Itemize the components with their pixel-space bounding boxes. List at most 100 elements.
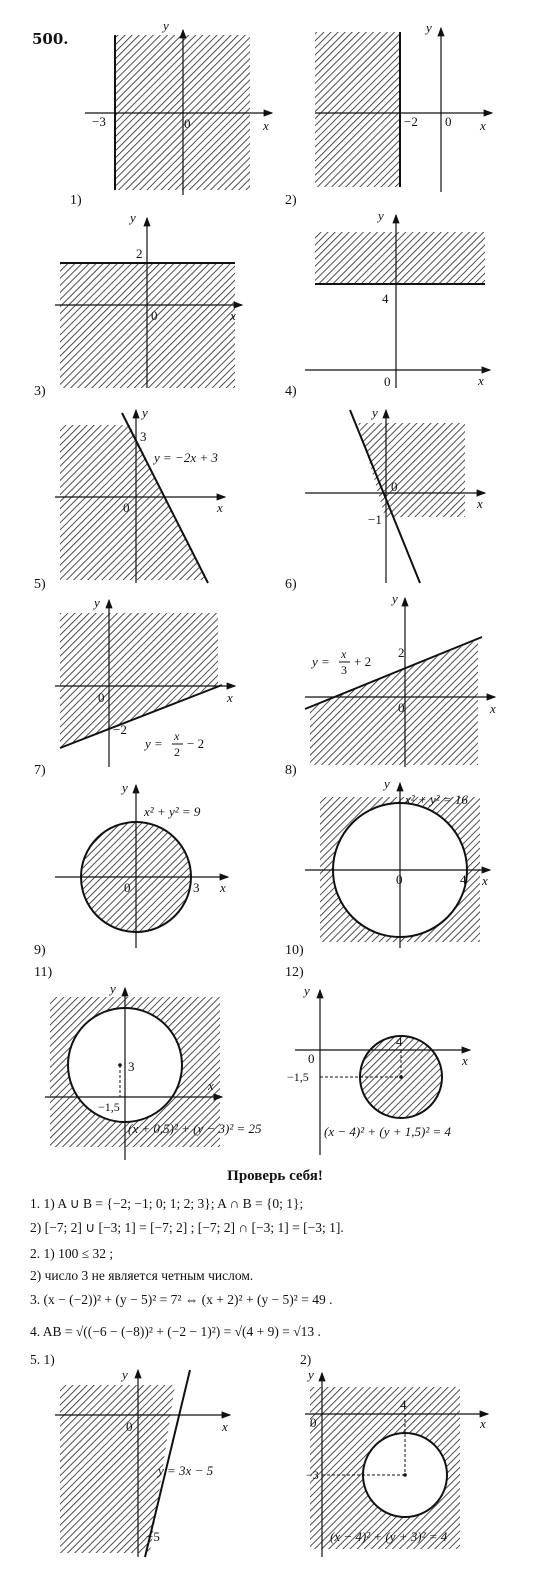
- tick-label: 3: [140, 429, 147, 444]
- origin-label: 0: [184, 116, 191, 131]
- y-axis-label: y: [390, 591, 398, 606]
- equation-5: y = −2x + 3: [152, 450, 218, 465]
- equation-8-den: 3: [341, 663, 347, 677]
- tick-label: −1,5: [98, 1100, 120, 1114]
- figure-9: x y 0 3 x² + y² = 9: [55, 780, 230, 948]
- answer-line: 4. AB = √((−6 − (−8))² + (−2 − 1)²) = √(…: [30, 1324, 321, 1339]
- section-title: Проверь себя!: [227, 1168, 323, 1184]
- figure-4: x y 4 0: [305, 208, 492, 389]
- y-axis-label: y: [128, 210, 136, 225]
- equation-9: x² + y² = 9: [143, 804, 201, 819]
- figure-label-9: 9): [34, 943, 46, 958]
- problem-number: 500.: [32, 30, 69, 48]
- answer-line: 3. (x − (−2))² + (y − 5)² = 7² ⇔ (x + 2)…: [30, 1292, 333, 1307]
- x-axis-label: x: [489, 701, 496, 716]
- y-axis-label: y: [108, 981, 116, 996]
- equation-10: x² + y² = 16: [404, 792, 468, 807]
- x-axis-label: x: [226, 690, 233, 705]
- tick-label: −2: [404, 114, 418, 129]
- equation-8-lhs: y =: [310, 654, 330, 669]
- y-axis-label: y: [302, 983, 310, 998]
- figure-1: x y −3 0: [85, 18, 274, 195]
- answer-line: 5. 1): [30, 1352, 55, 1367]
- tick-label: 4: [460, 872, 467, 887]
- tick-label: 4: [400, 1397, 407, 1412]
- origin-label: 0: [151, 308, 158, 323]
- equation-7-num: x: [173, 729, 180, 743]
- x-axis-label: x: [477, 373, 484, 388]
- y-axis-label: y: [382, 776, 390, 791]
- equation-7-lhs: y =: [143, 736, 163, 751]
- origin-label: 0: [126, 1419, 133, 1434]
- equation-7-rhs: − 2: [187, 736, 204, 751]
- figure-8: x y 2 0 y = x 3 + 2: [304, 591, 497, 767]
- tick-label: −2: [113, 722, 127, 737]
- tick-label: −3: [306, 1468, 319, 1482]
- x-axis-label: x: [461, 1053, 468, 1068]
- tick-label: 3: [128, 1059, 135, 1074]
- x-axis-label: x: [481, 873, 488, 888]
- tick-label: 4: [382, 291, 389, 306]
- figure-6: x y 0 −1: [305, 405, 487, 584]
- answer-line: 2) число 3 не является четным числом.: [30, 1268, 254, 1283]
- origin-label: 0: [124, 880, 131, 895]
- tick-label: −1,5: [287, 1070, 309, 1084]
- figure-label-6: 6): [285, 577, 297, 592]
- figure-label-10: 10): [285, 943, 304, 958]
- figure-label-1: 1): [70, 193, 82, 208]
- x-axis-label: x: [479, 118, 486, 133]
- origin-label: 0: [396, 872, 403, 887]
- figure-label-12: 12): [285, 965, 304, 980]
- y-axis-label: y: [306, 1367, 314, 1382]
- equation-c1: y = 3x − 5: [156, 1463, 214, 1478]
- x-axis-label: x: [221, 1419, 228, 1434]
- x-axis-label: x: [476, 496, 483, 511]
- equation-8-rhs: + 2: [354, 654, 371, 669]
- equation-7-den: 2: [174, 745, 180, 759]
- x-axis-label: x: [262, 118, 269, 133]
- tick-label: −3: [92, 114, 106, 129]
- y-axis-label: y: [92, 595, 100, 610]
- y-axis-label: y: [140, 405, 148, 420]
- figure-12: x y 0 4 −1,5 (x − 4)² + (y + 1,5)² = 4: [287, 983, 472, 1155]
- answer-line: 2. 1) 100 ≤ 32 ;: [30, 1246, 114, 1261]
- equation-11: (x + 0,5)² + (y − 3)² = 25: [128, 1121, 262, 1136]
- x-axis-label: x: [479, 1416, 486, 1431]
- figure-label-11: 11): [34, 965, 53, 980]
- y-axis-label: y: [424, 20, 432, 35]
- y-axis-label: y: [161, 18, 169, 33]
- x-axis-label: x: [229, 308, 236, 323]
- figure-label-3: 3): [34, 384, 46, 399]
- origin-label: 0: [308, 1051, 315, 1066]
- check-figure-1: x y 0 −5 y = 3x − 5: [55, 1367, 232, 1558]
- figure-label-8: 8): [285, 763, 297, 778]
- answer-line: 2): [300, 1352, 312, 1367]
- figure-2: x y −2 0: [315, 20, 494, 192]
- answer-line: 1. 1) A ∪ B = {−2; −1; 0; 1; 2; 3}; A ∩ …: [30, 1196, 304, 1211]
- x-axis-label: x: [207, 1078, 214, 1093]
- figure-label-4: 4): [285, 384, 297, 399]
- figure-11: x y 3 −1,5 (x + 0,5)² + (y − 3)² = 25: [45, 981, 262, 1160]
- figure-5: x y 3 0 y = −2x + 3: [55, 405, 227, 584]
- origin-label: 0: [391, 479, 398, 494]
- origin-label: 0: [98, 690, 105, 705]
- figure-label-5: 5): [34, 577, 46, 592]
- equation-8-num: x: [340, 647, 347, 661]
- answer-line: 2) [−7; 2] ∪ [−3; 1] = [−7; 2] ; [−7; 2]…: [30, 1220, 344, 1235]
- figure-10: x y 0 4 x² + y² = 16: [305, 776, 492, 948]
- x-axis-label: x: [219, 880, 226, 895]
- figure-7: x y 0 −2 y = x 2 − 2: [55, 595, 237, 767]
- figure-3: x y 2 0: [55, 210, 244, 388]
- tick-label: −1: [368, 512, 382, 527]
- y-axis-label: y: [370, 405, 378, 420]
- origin-label: 0: [123, 500, 130, 515]
- equation-12: (x − 4)² + (y + 1,5)² = 4: [324, 1124, 451, 1139]
- y-axis-label: y: [120, 1367, 128, 1382]
- origin-label: 0: [310, 1415, 317, 1430]
- figure-label-7: 7): [34, 763, 46, 778]
- tick-label: 2: [136, 246, 143, 261]
- tick-label: 2: [398, 645, 405, 660]
- origin-label: 0: [445, 114, 452, 129]
- figure-label-2: 2): [285, 193, 297, 208]
- y-axis-label: y: [376, 208, 384, 223]
